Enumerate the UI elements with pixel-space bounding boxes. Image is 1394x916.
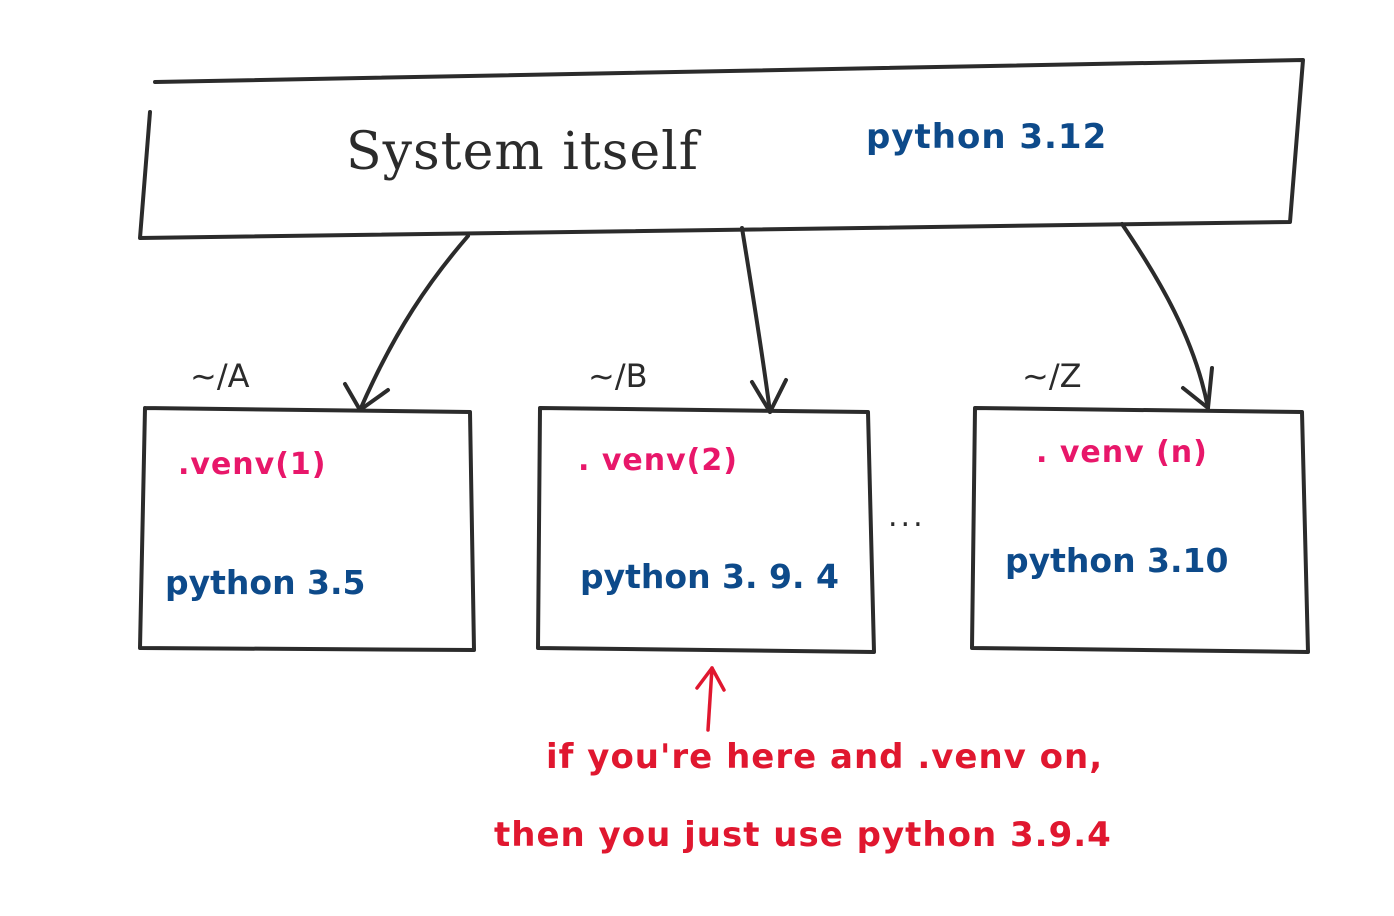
project-path-z: ~/Z [1022,357,1082,395]
project-path-b: ~/B [588,357,648,395]
arrow-to-project-b [740,226,788,414]
note-line-1: if you're here and .venv on, [546,737,1104,777]
venv-name-z: . venv (n) [1036,435,1208,470]
note-arrow [695,666,726,732]
venv-python-a: python 3.5 [165,563,366,602]
venv-name-b: . venv(2) [578,443,738,478]
venv-box-z [970,406,1310,654]
venv-python-z: python 3.10 [1005,541,1229,580]
arrow-to-project-a [343,234,470,412]
venv-python-b: python 3. 9. 4 [580,557,839,596]
system-python-version: python 3.12 [866,117,1108,157]
project-path-a: ~/A [190,357,250,395]
more-projects-ellipsis: ... [888,499,926,534]
venv-box-b [536,406,876,654]
system-title: System itself [346,122,700,182]
venv-box-a [138,406,476,652]
arrow-to-project-z [1120,222,1214,410]
venv-name-a: .venv(1) [178,447,327,482]
note-line-2: then you just use python 3.9.4 [494,815,1112,855]
system-box [138,58,1305,240]
